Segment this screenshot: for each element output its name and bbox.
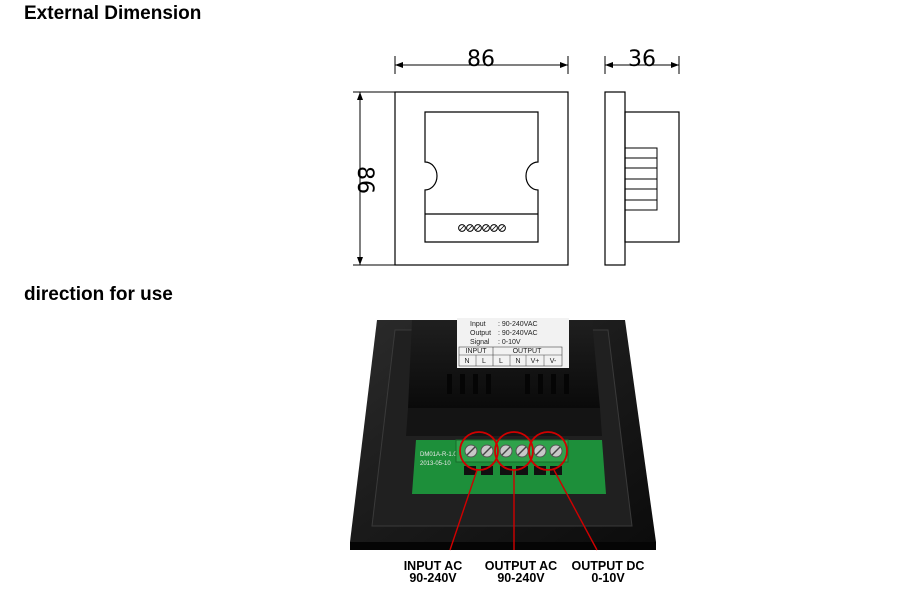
label-terminal-vminus: V-	[550, 358, 557, 365]
highlight-output-dc	[528, 431, 568, 471]
heading-external-dimension: External Dimension	[24, 3, 202, 24]
terminal-table	[458, 346, 563, 367]
highlight-input-ac	[459, 431, 499, 471]
width-dimension-label: 86	[467, 47, 495, 72]
label-input-value: : 90-240VAC	[498, 321, 538, 328]
label-input-key: Input	[470, 321, 486, 328]
label-terminal-vplus: V+	[531, 358, 540, 365]
callout-output-ac-title: OUTPUT AC	[485, 559, 557, 573]
height-dimension-label: 86	[352, 166, 377, 194]
callout-lines	[449, 469, 598, 551]
side-terminal-ribs	[625, 157, 657, 201]
callout-output-dc-value: 0-10V	[591, 571, 625, 585]
label-terminal-l: L	[499, 358, 503, 365]
label-signal-key: Signal	[470, 339, 490, 346]
callout-input-ac-value: 90-240V	[409, 571, 457, 585]
terminal-wire-slots	[464, 466, 562, 475]
module-lower-housing	[406, 408, 602, 436]
arrow-icon	[605, 62, 613, 68]
arrow-icon	[671, 62, 679, 68]
outer-plate-outline	[394, 91, 569, 266]
inner-panel-outline	[424, 111, 539, 243]
pcb-model-text: DM01A-R-1.0	[420, 452, 457, 458]
arrow-icon	[560, 62, 568, 68]
label-output-key: Output	[470, 330, 491, 337]
callout-output-dc-title: OUTPUT DC	[572, 559, 645, 573]
label-input-header: INPUT	[466, 348, 488, 355]
terminal-holes	[458, 224, 506, 232]
pcb-date-text: 2013-05-10	[420, 461, 451, 467]
depth-dimension-label: 36	[628, 47, 656, 72]
label-output-value: : 90-240VAC	[498, 330, 538, 337]
plate-edge	[350, 542, 656, 550]
side-body-outline	[624, 111, 680, 243]
label-terminal-n: N	[515, 358, 520, 365]
label-terminal-n: N	[464, 358, 469, 365]
callout-input-ac-title: INPUT AC	[404, 559, 463, 573]
product-back-photo: Input : 90-240VAC Output : 90-240VAC Sig…	[350, 318, 656, 585]
label-output-header: OUTPUT	[513, 348, 543, 355]
arrow-icon	[357, 257, 363, 265]
label-terminal-l: L	[482, 358, 486, 365]
product-label	[457, 318, 569, 368]
label-signal-value: : 0-10V	[498, 339, 521, 346]
terminal-screws	[464, 444, 563, 458]
callout-output-ac-value: 90-240V	[497, 571, 545, 585]
front-view-drawing: 86 86	[352, 47, 569, 266]
arrow-icon	[395, 62, 403, 68]
side-view-drawing: 36	[604, 47, 680, 266]
side-plate-outline	[604, 91, 626, 266]
heading-direction-for-use: direction for use	[24, 284, 173, 305]
vent-slots	[447, 374, 569, 394]
arrow-icon	[357, 92, 363, 100]
